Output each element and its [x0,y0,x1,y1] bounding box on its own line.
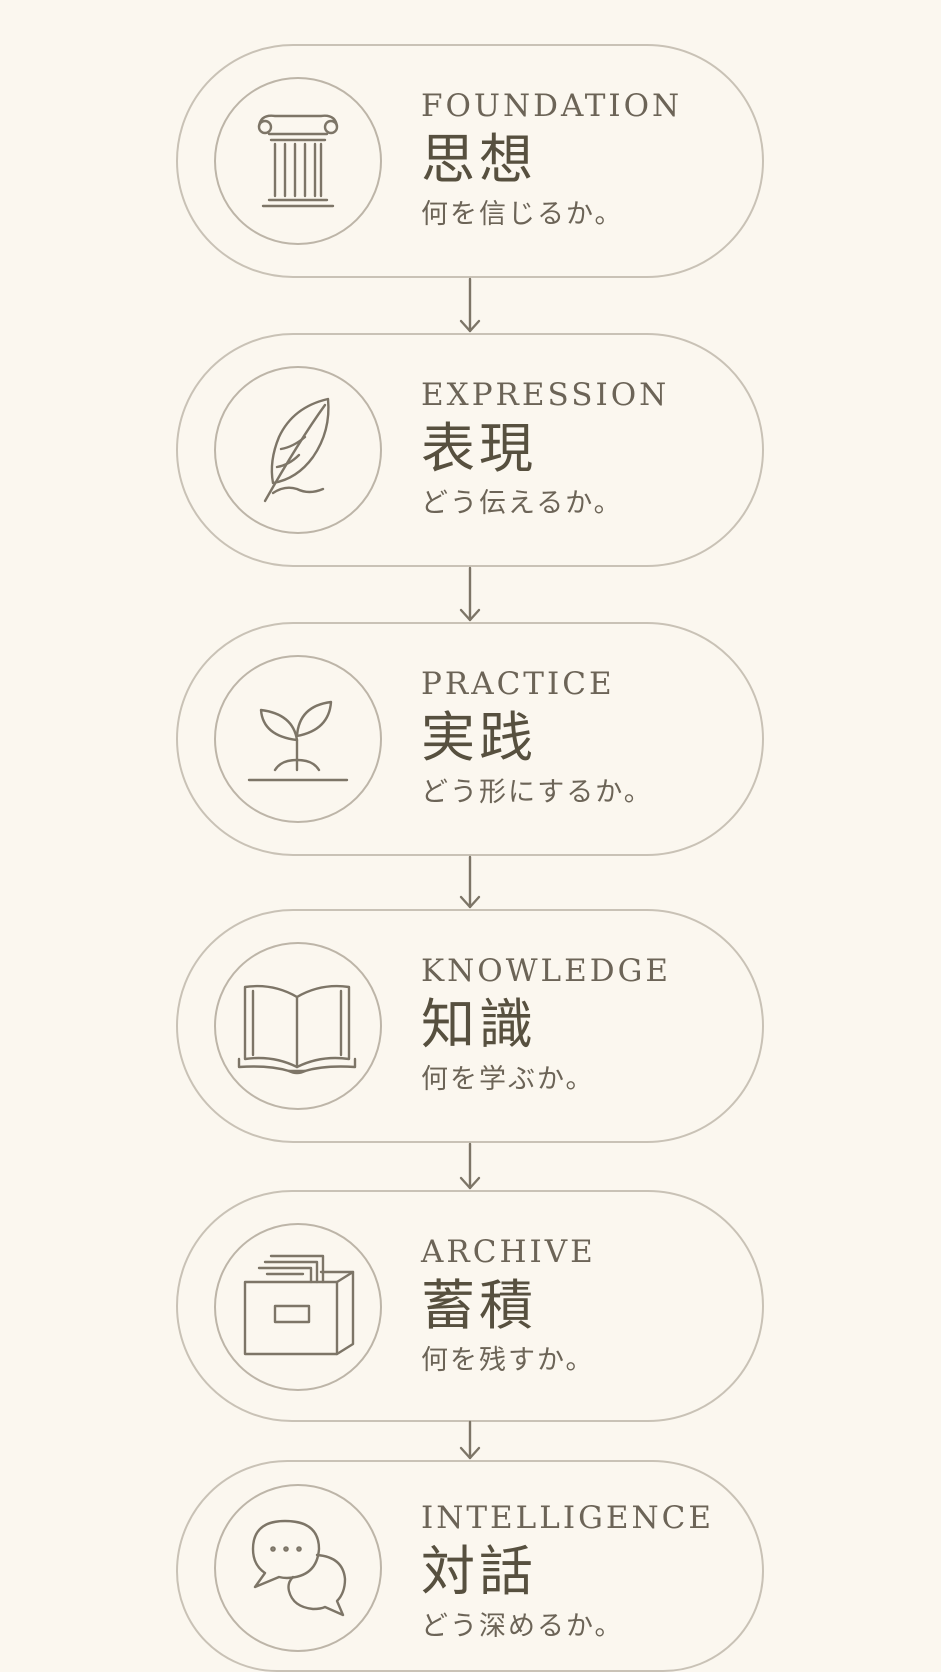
down-arrow-icon [459,1142,481,1190]
down-arrow-icon [459,855,481,909]
step-title: 対話 [421,1540,537,1603]
step-subtitle: 何を信じるか。 [421,199,624,230]
step-eyebrow: INTELLIGENCE [421,1500,714,1536]
step-icon-circle [214,77,382,245]
step-card-practice: PRACTICE 実践 どう形にするか。 [176,622,764,856]
step-card-foundation: FOUNDATION 思想 何を信じるか。 [176,44,764,278]
step-card-intelligence: INTELLIGENCE 対話 どう深めるか。 [176,1460,764,1672]
down-arrow-icon [459,277,481,333]
sprout-icon [247,700,349,782]
step-title: 知識 [421,993,537,1056]
step-title: 実践 [421,706,537,769]
step-title: 表現 [421,417,537,480]
archive-box-icon [243,1254,355,1356]
step-subtitle: 何を学ぶか。 [421,1064,595,1095]
column-icon [257,114,339,208]
step-icon-circle [214,1484,382,1652]
step-card-knowledge: KNOWLEDGE 知識 何を学ぶか。 [176,909,764,1143]
step-subtitle: どう形にするか。 [421,777,653,808]
down-arrow-icon [459,566,481,622]
step-eyebrow: ARCHIVE [421,1234,596,1270]
step-card-expression: EXPRESSION 表現 どう伝えるか。 [176,333,764,567]
step-subtitle: どう深めるか。 [421,1611,624,1642]
speech-bubbles-icon [251,1519,347,1617]
step-eyebrow: EXPRESSION [421,377,670,413]
step-eyebrow: KNOWLEDGE [421,953,672,989]
step-eyebrow: FOUNDATION [421,88,683,124]
step-card-archive: ARCHIVE 蓄積 何を残すか。 [176,1190,764,1422]
step-title: 蓄積 [421,1274,537,1337]
down-arrow-icon [459,1420,481,1460]
step-icon-circle [214,655,382,823]
quill-icon [263,397,330,503]
step-subtitle: 何を残すか。 [421,1345,595,1376]
step-eyebrow: PRACTICE [421,666,615,702]
step-icon-circle [214,366,382,534]
step-subtitle: どう伝えるか。 [421,488,623,519]
step-icon-circle [214,942,382,1110]
book-icon [237,984,357,1075]
step-icon-circle [214,1223,382,1391]
step-title: 思想 [421,128,537,191]
